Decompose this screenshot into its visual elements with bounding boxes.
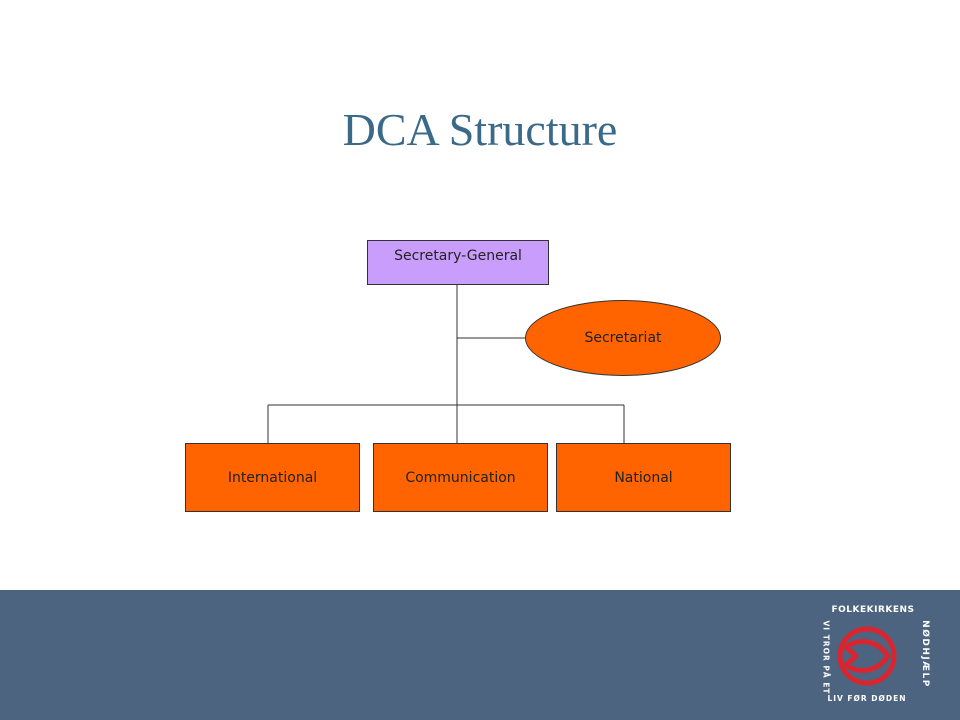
logo-left-text: VI TROR PÅ ET	[821, 620, 831, 695]
slide-title: DCA Structure	[342, 104, 618, 155]
node-secretary-general: Secretary-General	[367, 240, 549, 285]
node-national: National	[556, 443, 731, 512]
node-communication: Communication	[373, 443, 548, 512]
logo-top-text: FOLKEKIRKENS	[831, 605, 915, 615]
logo-bottom-text: LIV FØR DØDEN	[827, 694, 907, 703]
footer-band	[0, 590, 960, 720]
node-secretary-general-label: Secretary-General	[394, 248, 522, 264]
node-communication-label: Communication	[405, 469, 516, 486]
node-international-label: International	[227, 469, 318, 486]
node-international: International	[185, 443, 360, 512]
node-secretariat: Secretariat	[525, 300, 721, 376]
fish-circle-icon	[837, 626, 897, 686]
logo-right-text: NØDHJÆLP	[920, 620, 930, 688]
node-secretariat-label: Secretariat	[584, 330, 662, 346]
node-national-label: National	[614, 469, 673, 486]
organization-logo: FOLKEKIRKENS NØDHJÆLP VI TROR PÅ ET LIV …	[818, 605, 931, 710]
